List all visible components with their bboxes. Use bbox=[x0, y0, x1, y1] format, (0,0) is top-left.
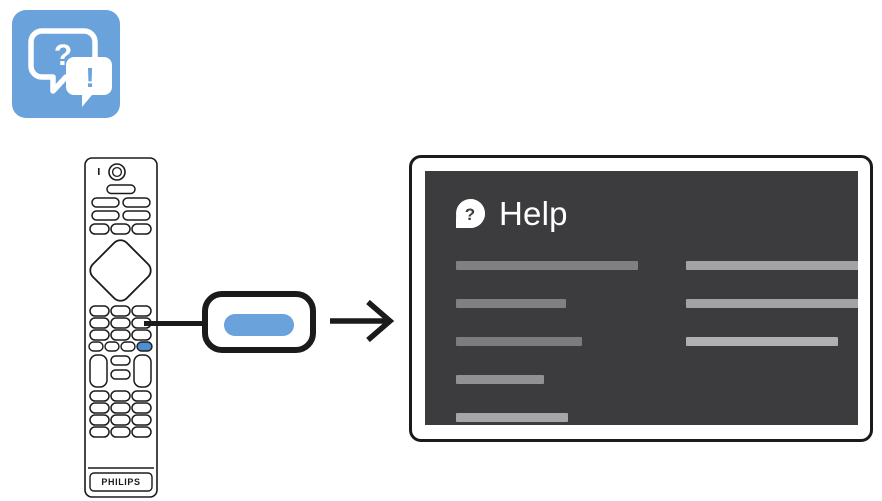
remote-key bbox=[110, 414, 131, 426]
remote-key bbox=[89, 414, 110, 426]
help-content-columns bbox=[456, 261, 858, 422]
left-column bbox=[456, 261, 638, 422]
help-screen-title: Help bbox=[499, 195, 568, 232]
content-placeholder-bar bbox=[456, 337, 582, 346]
remote-key bbox=[110, 390, 131, 402]
remote-key bbox=[131, 223, 152, 235]
content-placeholder-bar bbox=[456, 261, 638, 270]
remote-key bbox=[89, 329, 110, 341]
content-placeholder-bar bbox=[456, 413, 568, 422]
content-placeholder-bar bbox=[456, 375, 544, 384]
content-placeholder-bar bbox=[686, 337, 838, 346]
remote-key bbox=[110, 329, 131, 341]
callout-help-button-pill[interactable] bbox=[224, 314, 294, 336]
remote-key bbox=[122, 210, 151, 221]
exclamation-bubble-icon: ! bbox=[66, 57, 112, 107]
remote-key bbox=[120, 341, 136, 352]
flow-arrow-right bbox=[328, 296, 396, 346]
philips-remote-control[interactable]: PHILIPS bbox=[84, 157, 158, 498]
remote-help-button bbox=[136, 341, 153, 352]
content-placeholder-bar bbox=[686, 299, 858, 308]
remote-key bbox=[110, 369, 131, 380]
help-app-icon[interactable]: ? ! bbox=[12, 10, 120, 118]
remote-key-wide bbox=[106, 184, 136, 195]
content-placeholder-bar bbox=[686, 261, 858, 270]
remote-key bbox=[89, 390, 110, 402]
tv-screen[interactable]: ? Help bbox=[425, 171, 858, 425]
svg-text:?: ? bbox=[465, 205, 475, 224]
content-placeholder-bar bbox=[456, 299, 566, 308]
svg-text:!: ! bbox=[85, 62, 94, 93]
remote-key bbox=[89, 223, 110, 235]
callout-connector-line bbox=[144, 321, 208, 326]
remote-key bbox=[131, 329, 152, 341]
remote-key bbox=[104, 341, 120, 352]
remote-key bbox=[110, 317, 131, 329]
remote-key bbox=[131, 414, 152, 426]
remote-key bbox=[131, 390, 152, 402]
remote-key bbox=[89, 317, 110, 329]
question-mark-badge-icon: ? bbox=[455, 198, 486, 229]
remote-brand-plate bbox=[89, 472, 153, 492]
remote-led bbox=[98, 168, 100, 175]
remote-key bbox=[91, 197, 120, 208]
remote-key bbox=[131, 402, 152, 414]
remote-key bbox=[110, 223, 131, 235]
remote-key-tall-left bbox=[89, 354, 108, 388]
remote-key bbox=[131, 426, 152, 438]
remote-key-tall-right bbox=[133, 354, 152, 388]
television: ? Help bbox=[409, 155, 873, 442]
remote-key bbox=[89, 305, 110, 317]
power-button bbox=[108, 163, 126, 181]
remote-brand-label: PHILIPS bbox=[101, 477, 141, 487]
diamond-navigation-pad bbox=[89, 239, 152, 302]
right-column bbox=[686, 261, 858, 422]
remote-key bbox=[131, 305, 152, 317]
remote-key bbox=[110, 355, 131, 366]
remote-key bbox=[122, 197, 151, 208]
remote-key bbox=[89, 426, 110, 438]
remote-key bbox=[91, 210, 120, 221]
remote-key bbox=[110, 305, 131, 317]
remote-key bbox=[88, 341, 104, 352]
help-screen-header: ? Help bbox=[455, 197, 568, 230]
remote-key bbox=[89, 402, 110, 414]
remote-key bbox=[110, 426, 131, 438]
remote-key bbox=[110, 402, 131, 414]
button-callout[interactable] bbox=[202, 291, 316, 353]
